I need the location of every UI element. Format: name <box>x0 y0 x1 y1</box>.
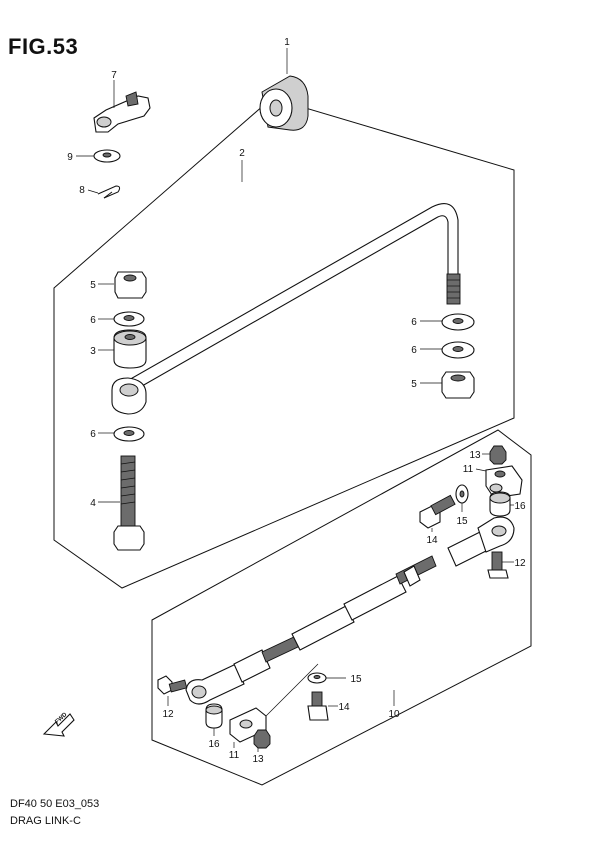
bolt-part-14-upper <box>419 494 456 529</box>
washer-part-15-upper <box>455 484 469 504</box>
callout-5a: 5 <box>90 280 96 291</box>
nut-part-13-lower <box>253 729 271 749</box>
callout-12b: 12 <box>162 709 174 720</box>
callout-2: 2 <box>239 148 245 159</box>
bolt-part-12-upper <box>487 551 509 579</box>
nut-part-5-upper <box>114 271 147 299</box>
callout-6d: 6 <box>411 345 417 356</box>
fwd-arrow-icon: FWD <box>42 711 75 737</box>
bolt-part-14-lower <box>307 691 329 721</box>
callout-16b: 16 <box>208 739 220 750</box>
callout-1: 1 <box>284 37 290 48</box>
washer-part-9 <box>93 149 121 163</box>
nut-part-13-upper <box>489 445 507 465</box>
bushing-part-1 <box>259 75 309 131</box>
callout-15a: 15 <box>456 516 468 527</box>
callout-11a: 11 <box>463 464 474 475</box>
collar-part-3 <box>113 329 147 369</box>
callout-14a: 14 <box>426 535 438 546</box>
ball-joint-part-7 <box>93 91 151 133</box>
figure-title: FIG.53 <box>8 34 79 59</box>
collar-part-16-lower <box>205 703 223 729</box>
callout-6c: 6 <box>411 317 417 328</box>
callout-9: 9 <box>67 152 73 163</box>
collar-part-16-upper <box>489 491 511 517</box>
group-box-link-rod <box>151 429 532 786</box>
callout-6b: 6 <box>90 429 96 440</box>
callout-4: 4 <box>90 498 96 509</box>
callout-labels: 1 7 9 8 2 5 6 3 6 4 6 6 5 13 11 16 15 14 12 15 14 10 12 16 11 13 <box>67 37 526 765</box>
washer-part-6-right-lower <box>441 341 475 359</box>
washer-part-6-right-upper <box>441 313 475 331</box>
washer-part-6-upper-left <box>113 311 145 327</box>
callout-3: 3 <box>90 346 96 357</box>
bolt-part-4 <box>113 455 145 551</box>
callout-11b: 11 <box>229 750 240 761</box>
callout-7: 7 <box>111 70 117 81</box>
nut-part-5-right <box>441 371 475 399</box>
footer-name: DRAG LINK-C <box>10 815 81 827</box>
callout-13b: 13 <box>252 754 264 765</box>
callout-6a: 6 <box>90 315 96 326</box>
drag-link-rod-part-2 <box>111 203 461 415</box>
bracket-part-11-upper <box>485 465 523 499</box>
callout-13a: 13 <box>469 450 481 461</box>
link-rod-part-10 <box>185 516 515 705</box>
leader-lines <box>76 48 514 752</box>
callout-8: 8 <box>79 185 85 196</box>
callout-14b: 14 <box>338 702 350 713</box>
cotter-pin-part-8 <box>97 185 121 199</box>
callout-16a: 16 <box>514 501 526 512</box>
callout-15b: 15 <box>350 674 362 685</box>
callout-10: 10 <box>388 709 400 720</box>
footer-code: DF40 50 E03_053 <box>10 798 100 810</box>
callout-5b: 5 <box>411 379 417 390</box>
callout-12a: 12 <box>514 558 526 569</box>
washer-part-15-lower <box>307 672 327 684</box>
washer-part-6-lower-left <box>113 426 145 442</box>
bolt-part-12-lower <box>157 675 188 695</box>
